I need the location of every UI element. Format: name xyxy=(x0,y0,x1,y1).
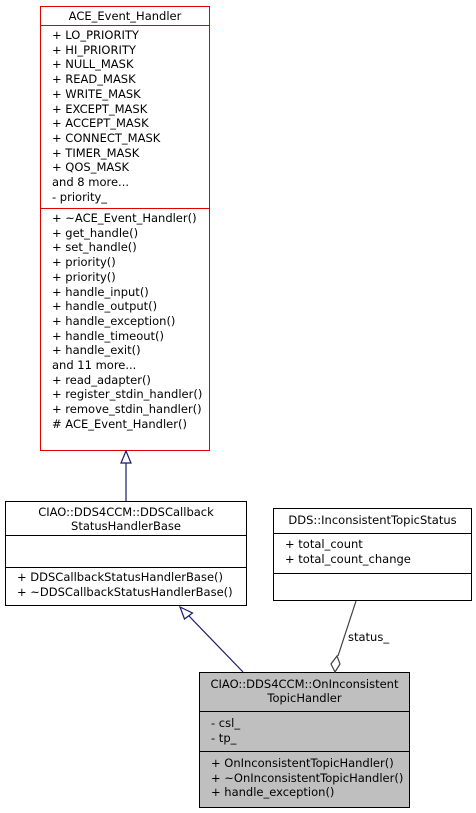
operation: + priority() xyxy=(52,269,116,284)
inheritance-arrowhead xyxy=(120,449,132,464)
class-ace-event-handler[interactable]: ACE_Event_Handler + LO_PRIORITY + HI_PRI… xyxy=(40,6,210,451)
operation: + priority() xyxy=(52,255,116,270)
inheritance-edge-handler-to-base xyxy=(178,605,244,673)
attribute: + EXCEPT_MASK xyxy=(52,101,148,116)
operation: + OnInconsistentTopicHandler() xyxy=(211,756,394,770)
attribute: + total_count_change xyxy=(285,551,411,566)
aggregation-diamond xyxy=(330,654,341,674)
attribute: - tp_ xyxy=(211,730,237,745)
operation: + set_handle() xyxy=(52,240,137,255)
inheritance-edge-base-to-ace xyxy=(120,449,132,501)
operations-section xyxy=(274,573,471,601)
class-name-line: TopicHandler xyxy=(267,691,342,705)
attribute: + ACCEPT_MASK xyxy=(52,116,149,131)
operation: + handle_input() xyxy=(52,284,149,299)
attribute: + LO_PRIORITY xyxy=(52,28,139,42)
attribute: - csl_ xyxy=(211,716,241,730)
aggregation-label: status_ xyxy=(348,630,390,644)
operations-section: + ~ACE_Event_Handler() + get_handle() + … xyxy=(41,208,209,434)
operation: + handle_timeout() xyxy=(52,328,165,343)
attribute: + READ_MASK xyxy=(52,72,136,87)
class-name-line: StatusHandlerBase xyxy=(71,519,181,533)
aggregation-line xyxy=(337,600,357,657)
class-name: CIAO::DDS4CCM::DDSCallback StatusHandler… xyxy=(6,502,246,535)
inheritance-line xyxy=(188,615,244,673)
attribute: - priority_ xyxy=(52,189,108,204)
attributes-section: - csl_ - tp_ xyxy=(200,711,409,751)
operation: + DDSCallbackStatusHandlerBase() xyxy=(17,570,224,584)
attribute: + TIMER_MASK xyxy=(52,145,140,160)
inheritance-arrowhead xyxy=(178,605,194,620)
attribute: + total_count xyxy=(285,537,363,551)
class-name-line: CIAO::DDS4CCM::OnInconsistent xyxy=(210,677,399,691)
class-name: ACE_Event_Handler xyxy=(68,9,182,23)
operation: + get_handle() xyxy=(52,225,139,240)
operation: + handle_exception() xyxy=(52,313,176,328)
attribute: + QOS_MASK xyxy=(52,160,130,175)
attribute: + HI_PRIORITY xyxy=(52,42,136,57)
aggregation-edge-status xyxy=(330,600,357,674)
attribute: + WRITE_MASK xyxy=(52,86,141,101)
attribute: + CONNECT_MASK xyxy=(52,130,161,145)
operation: + register_stdin_handler() xyxy=(52,387,203,402)
class-inconsistent-topic-status[interactable]: DDS::InconsistentTopicStatus + total_cou… xyxy=(273,508,472,601)
operation: + remove_stdin_handler() xyxy=(52,402,202,417)
operation: + handle_output() xyxy=(52,299,158,314)
operation: + read_adapter() xyxy=(52,372,151,387)
attribute-more[interactable]: and 8 more... xyxy=(52,175,130,190)
class-dds-callback-status-handler-base[interactable]: CIAO::DDS4CCM::DDSCallback StatusHandler… xyxy=(5,501,247,606)
attributes-section: + LO_PRIORITY + HI_PRIORITY + NULL_MASK … xyxy=(41,25,209,208)
attribute: + NULL_MASK xyxy=(52,57,134,72)
attributes-section: + total_count + total_count_change xyxy=(274,533,471,573)
operation: + ~ACE_Event_Handler() xyxy=(52,211,197,225)
operation: + ~DDSCallbackStatusHandlerBase() xyxy=(17,584,233,599)
operation: + ~OnInconsistentTopicHandler() xyxy=(211,770,404,785)
class-name-line: CIAO::DDS4CCM::DDSCallback xyxy=(38,505,214,519)
operations-section: + OnInconsistentTopicHandler() + ~OnInco… xyxy=(200,751,409,802)
operations-section: + DDSCallbackStatusHandlerBase() + ~DDSC… xyxy=(6,567,246,601)
class-on-inconsistent-topic-handler[interactable]: CIAO::DDS4CCM::OnInconsistent TopicHandl… xyxy=(199,672,410,808)
attributes-section xyxy=(6,535,246,567)
operation: + handle_exception() xyxy=(211,785,335,800)
operation: + handle_exit() xyxy=(52,343,141,358)
operation-more[interactable]: and 11 more... xyxy=(52,358,137,373)
operation: # ACE_Event_Handler() xyxy=(52,416,187,431)
class-name: CIAO::DDS4CCM::OnInconsistent TopicHandl… xyxy=(200,673,409,711)
class-name: DDS::InconsistentTopicStatus xyxy=(288,513,457,527)
